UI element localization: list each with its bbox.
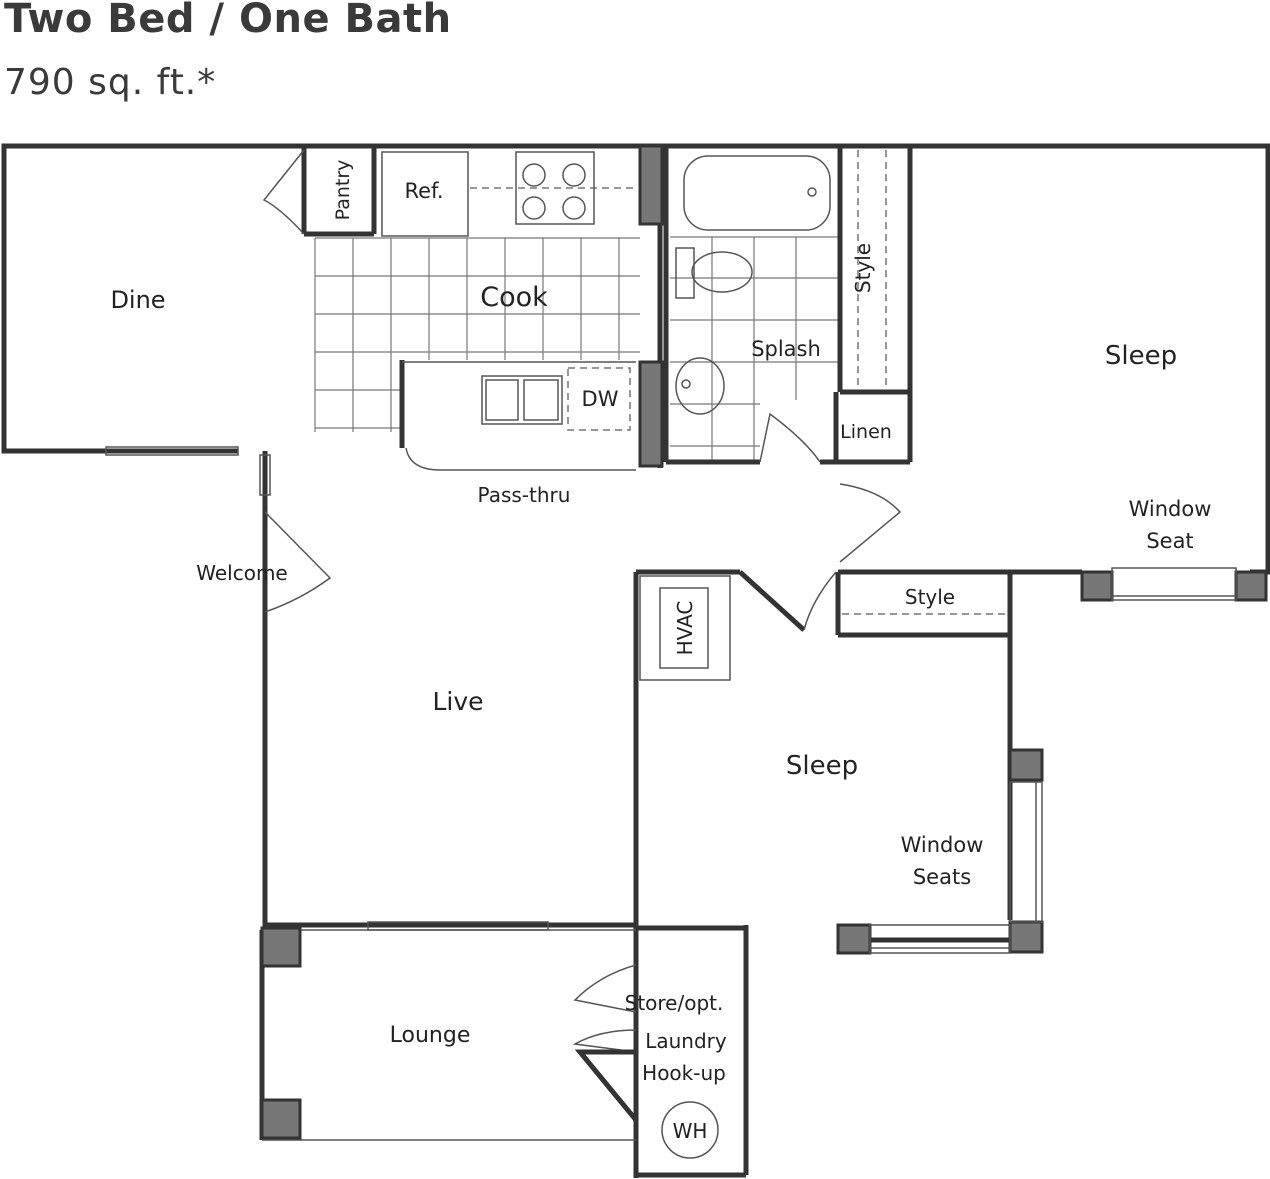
kitchen-tile-grid bbox=[314, 236, 838, 462]
refrigerator bbox=[381, 151, 469, 237]
label-hvac: HVAC bbox=[673, 601, 697, 656]
room-label-lounge: Lounge bbox=[390, 1023, 471, 1048]
bath-fixtures bbox=[639, 150, 1006, 1159]
label-window-seats-line1: Window bbox=[901, 833, 984, 857]
label-store-line1: Store/opt. bbox=[625, 991, 724, 1015]
doors bbox=[262, 149, 902, 1122]
walls bbox=[1, 143, 1270, 1178]
room-label-sleep-second: Sleep bbox=[786, 751, 858, 781]
plan-area: 790 sq. ft.* bbox=[4, 62, 217, 103]
dishwasher bbox=[567, 367, 631, 431]
room-label-sleep-main: Sleep bbox=[1105, 341, 1177, 371]
label-dw: DW bbox=[582, 387, 619, 411]
room-label-splash: Splash bbox=[751, 337, 821, 361]
sink bbox=[481, 375, 563, 425]
bathtub bbox=[683, 155, 831, 231]
plan-title: Two Bed / One Bath bbox=[4, 0, 452, 42]
label-window-seats-line2: Seats bbox=[913, 865, 971, 889]
bath-sink bbox=[675, 357, 725, 415]
label-wh: WH bbox=[673, 1119, 708, 1143]
label-store-line3: Hook-up bbox=[642, 1061, 726, 1085]
kitchen-fixtures bbox=[381, 151, 636, 471]
windows bbox=[105, 446, 1237, 954]
label-window-seat-line1: Window bbox=[1129, 497, 1212, 521]
label-pass-thru: Pass-thru bbox=[478, 483, 571, 507]
label-window-seat-line2: Seat bbox=[1146, 529, 1193, 553]
room-label-dine: Dine bbox=[110, 286, 165, 314]
stove bbox=[515, 151, 595, 225]
label-ref: Ref. bbox=[404, 179, 443, 203]
label-style-bath: Style bbox=[851, 243, 875, 293]
toilet-bowl bbox=[691, 251, 753, 293]
label-style-bed2: Style bbox=[905, 585, 955, 609]
room-label-cook: Cook bbox=[480, 282, 548, 313]
room-label-live: Live bbox=[432, 687, 483, 716]
label-store-line2: Laundry bbox=[645, 1029, 727, 1053]
water-heater bbox=[661, 1101, 719, 1159]
structural-columns bbox=[260, 144, 1268, 1140]
toilet-tank bbox=[675, 247, 695, 299]
label-linen: Linen bbox=[840, 421, 892, 443]
room-label-welcome: Welcome bbox=[196, 561, 287, 585]
room-label-pantry: Pantry bbox=[332, 160, 354, 221]
hvac-closet bbox=[639, 575, 731, 681]
